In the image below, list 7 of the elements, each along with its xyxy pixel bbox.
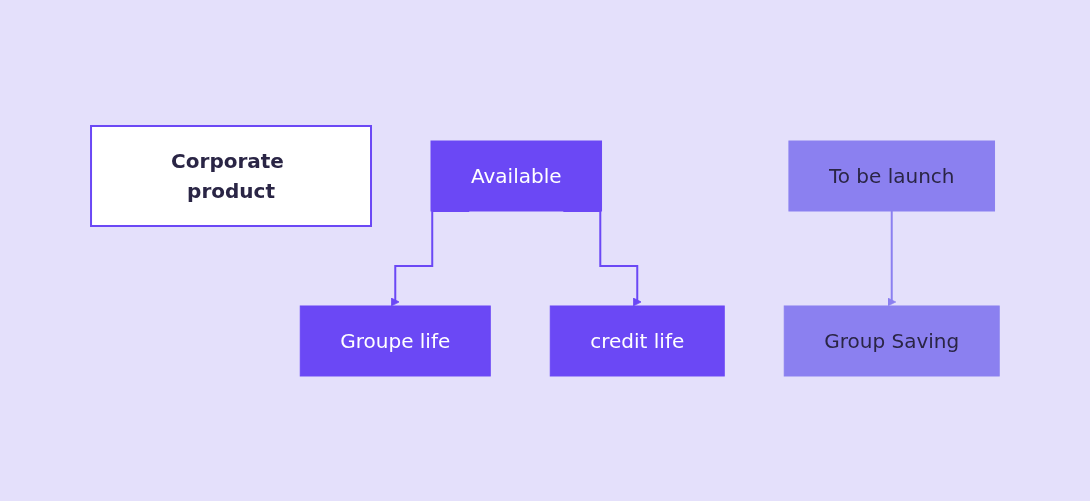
node-box: Corporate product — [89, 124, 372, 227]
arrow — [887, 209, 896, 306]
node-box: credit life — [549, 305, 725, 376]
node-box: Groupe life — [299, 305, 491, 376]
node-box: To be launch — [788, 140, 995, 211]
node-box: Group Saving — [783, 305, 1000, 376]
node-box: Available — [430, 140, 602, 211]
